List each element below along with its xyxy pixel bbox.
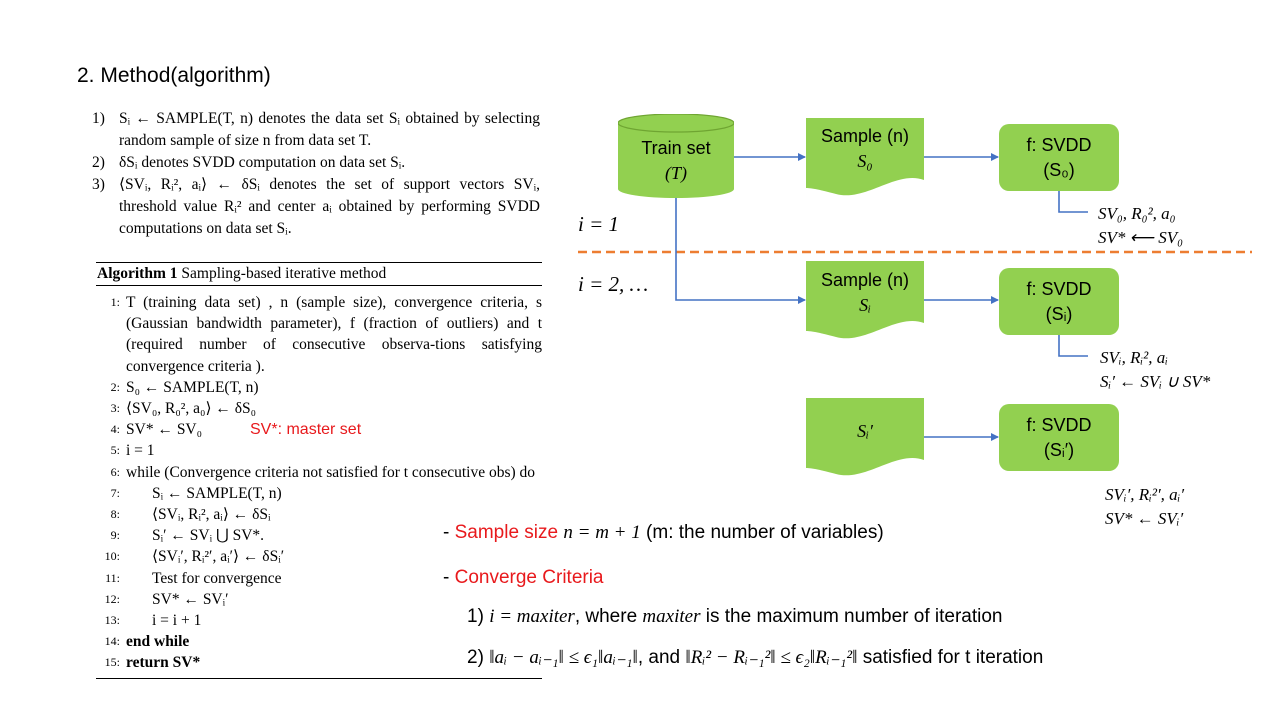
sprime-document: [806, 398, 924, 476]
definition-item: 1) Sᵢ ← SAMPLE(T, n) denotes the data se…: [92, 110, 540, 149]
algorithm-bottom-rule: [96, 677, 542, 679]
algorithm-line: 10:⟨SVᵢ′, Rᵢ²′, aᵢ′⟩ ← δSᵢ′: [104, 548, 285, 566]
criterion-2: 2) ‖aᵢ − aᵢ₋₁‖ ≤ ϵ₁‖aᵢ₋₁‖, and ‖Rᵢ² − Rᵢ…: [467, 647, 1044, 668]
algorithm-line: 12:SV* ← SVᵢ′: [104, 590, 229, 608]
criterion-1: 1) i = maxiter, where maxiter is the max…: [467, 606, 1003, 627]
svddi-box: f: SVDD (Sᵢ): [999, 268, 1119, 335]
svdd0-output: SV₀, R₀², a₀ SV* ⟵ SV₀: [1098, 204, 1184, 247]
algorithm-line: 9:Sᵢ′ ← SVᵢ ⋃ SV*.: [110, 527, 265, 545]
train-set-label: Train set (T): [641, 138, 711, 183]
arrow-train-to-samplei: [675, 197, 806, 304]
master-set-note: SV*: master set: [250, 421, 362, 438]
algorithm-line: 15:return SV*: [104, 654, 201, 672]
svddi-output: SVᵢ, Rᵢ², aᵢ Sᵢ′ ← SVᵢ ∪ SV*: [1100, 348, 1211, 391]
algorithm-top-rule: [96, 262, 542, 263]
sprime-label: Sᵢ′: [857, 420, 873, 441]
svddp-box: f: SVDD (Sᵢ′): [999, 404, 1119, 471]
connector-svdd0-output: [1058, 191, 1088, 213]
algorithm-line: 11:Test for convergence: [105, 569, 282, 587]
converge-criteria-heading: - Converge Criteria: [443, 567, 604, 588]
sample0-label: Sample (n) S₀: [820, 126, 910, 171]
sample-size-note: - Sample size n = m + 1 (m: the number o…: [443, 522, 884, 543]
algorithm-line: 1:T (training data set) , n (sample size…: [110, 294, 542, 375]
algorithm-line: 14:end while: [104, 633, 190, 651]
algorithm-name: Sampling-based iterative method: [181, 265, 387, 282]
algorithm-line: 3:⟨SV₀, R₀², a₀⟩ ← δS₀: [110, 400, 257, 418]
page-title: 2. Method(algorithm): [77, 64, 271, 87]
algorithm-label: Algorithm 1: [97, 265, 178, 282]
connector-svddi-output: [1058, 335, 1088, 357]
algorithm-block: Algorithm 1 Sampling-based iterative met…: [96, 262, 542, 679]
svddp-output: SVᵢ′, Rᵢ²′, aᵢ′ SV* ← SVᵢ′: [1105, 485, 1185, 528]
algorithm-line: 8:⟨SVᵢ, Rᵢ², aᵢ⟩ ← δSᵢ: [110, 506, 271, 524]
definitions-list: 1) Sᵢ ← SAMPLE(T, n) denotes the data se…: [92, 108, 540, 240]
definition-item: 2) δSᵢ denotes SVDD computation on data …: [92, 154, 406, 171]
svdd0-box: f: SVDD (S₀): [999, 124, 1119, 191]
iteration-label-1: i = 1: [578, 212, 620, 236]
algorithm-line: 7:Sᵢ ← SAMPLE(T, n): [110, 484, 282, 502]
algorithm-line: 13:i = i + 1: [104, 612, 202, 630]
samplei-label: Sample (n) Sᵢ: [820, 270, 910, 315]
algorithm-line: 2:S₀ ← SAMPLE(T, n): [110, 378, 259, 396]
algorithm-header: Algorithm 1 Sampling-based iterative met…: [96, 263, 542, 286]
algorithm-line: 4:SV* ← SV₀: [110, 421, 203, 439]
train-set-cylinder: [618, 114, 734, 198]
sample0-document: [806, 118, 924, 196]
algorithm-line: 5:i = 1: [110, 442, 155, 460]
iteration-label-2: i = 2, …: [578, 272, 649, 296]
definition-item: 3) ⟨SVᵢ, Rᵢ², aᵢ⟩ ← δSᵢ denotes the set …: [92, 176, 540, 237]
samplei-document: [806, 261, 924, 339]
algorithm-line: 6:while (Convergence criteria not satisf…: [110, 463, 536, 481]
